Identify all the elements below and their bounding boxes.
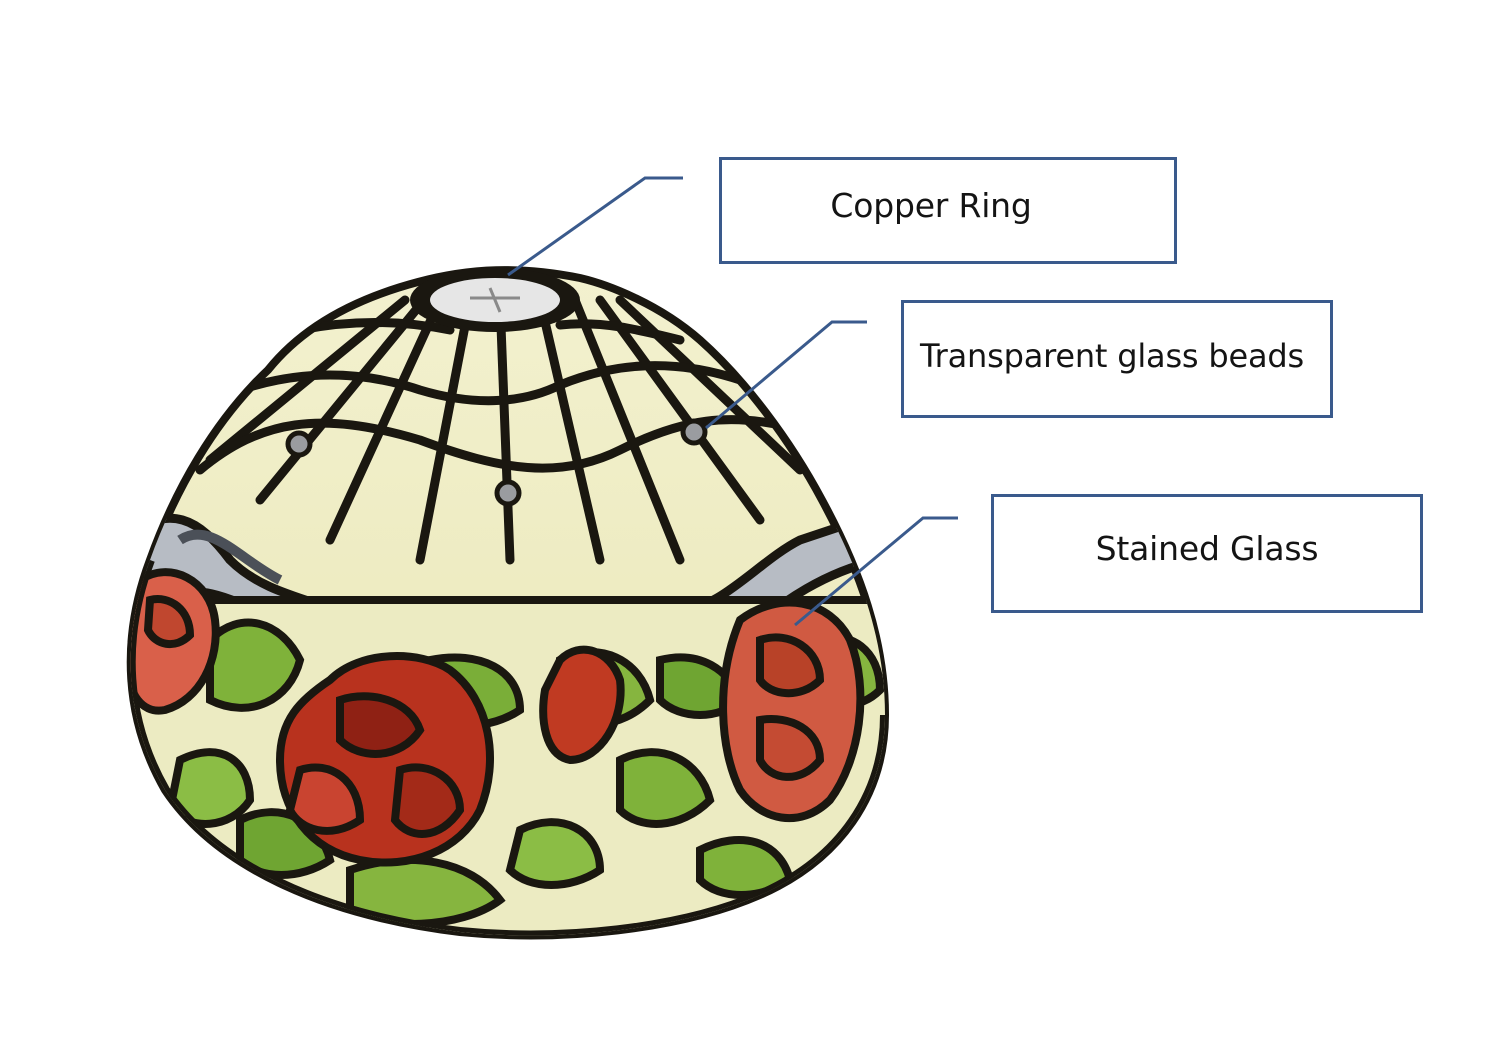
lower-band bbox=[130, 568, 885, 936]
leader-lines bbox=[507, 176, 958, 627]
callout-transparent-glass-beads: Transparent glass beads bbox=[901, 300, 1333, 418]
leader-line-beads bbox=[705, 320, 867, 430]
callout-label: Copper Ring bbox=[830, 186, 1032, 225]
callout-label: Stained Glass bbox=[1095, 529, 1319, 568]
lamp-shade bbox=[126, 266, 890, 940]
glass-bead bbox=[494, 479, 522, 507]
callout-stained-glass: Stained Glass bbox=[991, 494, 1423, 613]
leader-line-copper bbox=[507, 176, 683, 277]
callout-label: Transparent glass beads bbox=[920, 337, 1304, 375]
glass-bead bbox=[285, 430, 313, 458]
glass-beads bbox=[285, 418, 708, 507]
rose-bud bbox=[539, 645, 625, 765]
glass-bead bbox=[680, 418, 708, 446]
callout-copper-ring: Copper Ring bbox=[719, 157, 1177, 264]
rose-right bbox=[719, 598, 865, 822]
leader-line-glass bbox=[794, 516, 958, 627]
